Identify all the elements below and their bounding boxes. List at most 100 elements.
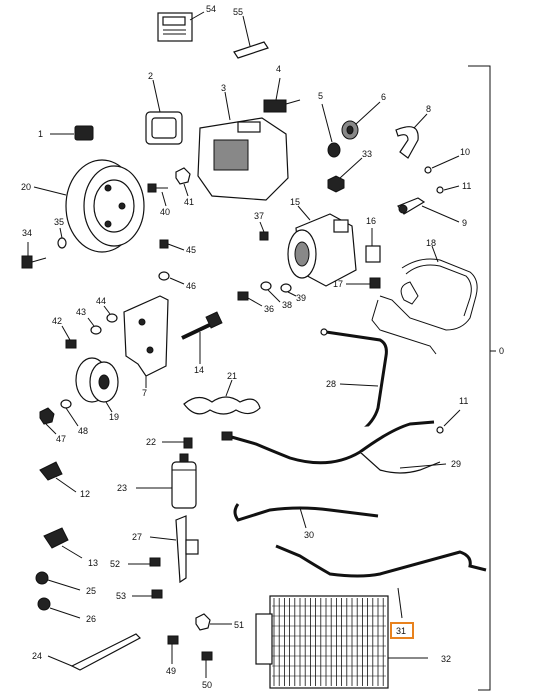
part-50-bolt [201, 651, 213, 678]
callout-26: 26 [86, 614, 96, 624]
part-15-compressor [287, 205, 357, 287]
callout-52: 52 [110, 559, 120, 569]
callout-54: 54 [206, 4, 216, 14]
callout-49: 49 [166, 666, 176, 676]
callout-9: 9 [462, 218, 467, 228]
callout-45: 45 [186, 245, 196, 255]
part-32-condenser [255, 595, 428, 689]
part-11-oring-lower [436, 409, 461, 434]
callout-8: 8 [426, 104, 431, 114]
callout-53: 53 [116, 591, 126, 601]
part-47-nut [39, 407, 57, 435]
callout-25: 25 [86, 586, 96, 596]
callout-38: 38 [282, 300, 292, 310]
callout-30: 30 [304, 530, 314, 540]
part-55-label [233, 15, 269, 59]
callout-39: 39 [296, 293, 306, 303]
part-2-coil [145, 79, 183, 145]
part-25-clamp [35, 571, 81, 591]
callout-41: 41 [184, 197, 194, 207]
part-38-washer [260, 281, 281, 303]
callout-4: 4 [276, 64, 281, 74]
part-16-relay [365, 228, 381, 263]
callout-16: 16 [366, 216, 376, 226]
callout-24: 24 [32, 651, 42, 661]
part-27-bracket [149, 515, 199, 584]
callout-51: 51 [234, 620, 244, 630]
part-46-washer [158, 271, 185, 285]
part-37-bolt [259, 221, 269, 241]
callout-28: 28 [326, 379, 336, 389]
part-45-bolt [159, 239, 185, 251]
part-36-bolt [237, 291, 263, 307]
callout-47: 47 [56, 434, 66, 444]
part-40-bolt [147, 183, 168, 207]
callout-37: 37 [254, 211, 264, 221]
callout-40: 40 [160, 207, 170, 217]
callout-17: 17 [333, 279, 343, 289]
part-21-belt [183, 379, 261, 415]
callout-29: 29 [451, 459, 461, 469]
callout-15: 15 [290, 197, 300, 207]
callout-20: 20 [21, 182, 31, 192]
part-12-valve [39, 461, 77, 493]
part-34-bolt [21, 242, 47, 269]
part-52-bolt [128, 557, 161, 567]
callout-14: 14 [194, 365, 204, 375]
part-49-bolt [167, 635, 179, 664]
part-43-washer [87, 317, 102, 335]
part-1-clip [50, 125, 94, 141]
part-10-oring [424, 155, 460, 174]
callout-33: 33 [362, 149, 372, 159]
callout-32: 32 [441, 654, 451, 664]
part-23-drier [136, 453, 197, 509]
part-5-seal [321, 103, 341, 158]
callout-55: 55 [233, 7, 243, 17]
callout-6: 6 [381, 92, 386, 102]
part-14-long-bolt [181, 311, 223, 364]
part-6-seal [341, 101, 381, 140]
part-13-valve [43, 527, 83, 559]
callout-2: 2 [148, 71, 153, 81]
callout-48: 48 [78, 426, 88, 436]
part-24-rod [47, 633, 141, 671]
part-53-bolt [132, 589, 163, 599]
callout-3: 3 [221, 83, 226, 93]
part-51-nut [195, 613, 232, 631]
callout-46: 46 [186, 281, 196, 291]
highlight-box [390, 622, 414, 639]
part-33-nut [327, 157, 363, 193]
part-42-bolt [61, 325, 77, 349]
part-4-switch [263, 77, 301, 113]
part-48-washer [60, 399, 79, 427]
callout-44: 44 [96, 296, 106, 306]
part-17-sensor [346, 277, 381, 289]
callout-43: 43 [76, 307, 86, 317]
part-19-idler [75, 357, 119, 413]
part-20-pulley [33, 159, 145, 253]
callout-36: 36 [264, 304, 274, 314]
callout-1: 1 [38, 129, 43, 139]
callout-27: 27 [132, 532, 142, 542]
part-44-washer [103, 305, 118, 323]
callout-13: 13 [88, 558, 98, 568]
callout-12: 12 [80, 489, 90, 499]
callout-5: 5 [318, 91, 323, 101]
callout-11-lower: 11 [459, 396, 468, 406]
callout-23: 23 [117, 483, 127, 493]
part-3-head [197, 91, 289, 201]
callout-50: 50 [202, 680, 212, 690]
callout-34: 34 [22, 228, 32, 238]
assembly-bracket: 0 [468, 65, 504, 691]
part-8-hose [395, 113, 428, 159]
callout-18: 18 [426, 238, 436, 248]
part-9-fitting [397, 197, 460, 223]
callout-10: 10 [460, 147, 470, 157]
callout-11-top: 11 [462, 181, 471, 191]
callout-42: 42 [52, 316, 62, 326]
part-22-fitting [162, 437, 193, 449]
callout-22: 22 [146, 437, 156, 447]
part-18-harness [371, 245, 478, 355]
callout-31: 31 [396, 626, 406, 636]
